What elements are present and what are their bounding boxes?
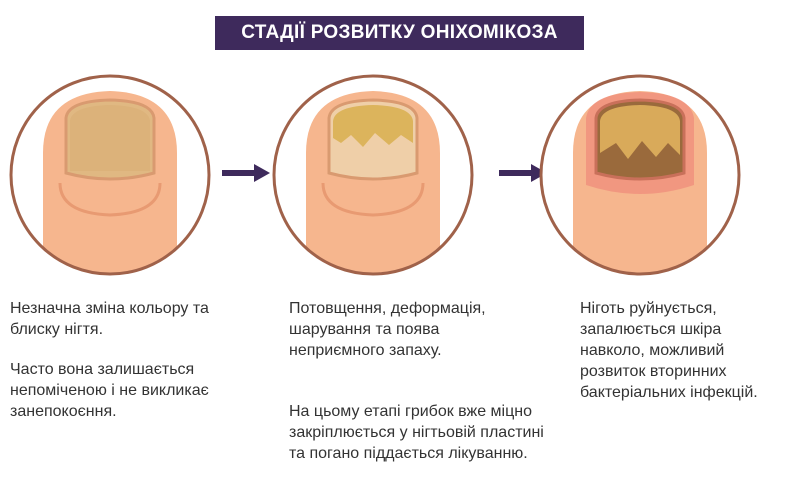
stage-1-paragraph: Часто вона залишається непоміченою і не … <box>10 361 209 420</box>
stage-1-paragraph: Незначна зміна кольору та блиску нігтя. <box>10 300 209 338</box>
arrow-right-icon <box>222 164 270 182</box>
stage-3-nail-illustration <box>539 74 741 276</box>
stage-1-description: Незначна зміна кольору та блиску нігтя. … <box>10 298 245 441</box>
stage-1-nail-illustration <box>9 74 211 276</box>
stage-2-paragraph: На цьому етапі грибок вже міцно закріплю… <box>289 403 544 462</box>
page-title: СТАДІЇ РОЗВИТКУ ОНІХОМІКОЗА <box>215 16 584 50</box>
stage-2-description: Потовщення, деформація, шарування та поя… <box>289 298 549 483</box>
stage-3-description: Ніготь руйнується, запалюється шкіра нав… <box>580 298 775 422</box>
stage-2-paragraph: Потовщення, деформація, шарування та поя… <box>289 300 486 359</box>
arrow-right-icon <box>499 164 547 182</box>
stage-3-paragraph: Ніготь руйнується, запалюється шкіра нав… <box>580 300 758 401</box>
stage-2-nail-illustration <box>272 74 474 276</box>
